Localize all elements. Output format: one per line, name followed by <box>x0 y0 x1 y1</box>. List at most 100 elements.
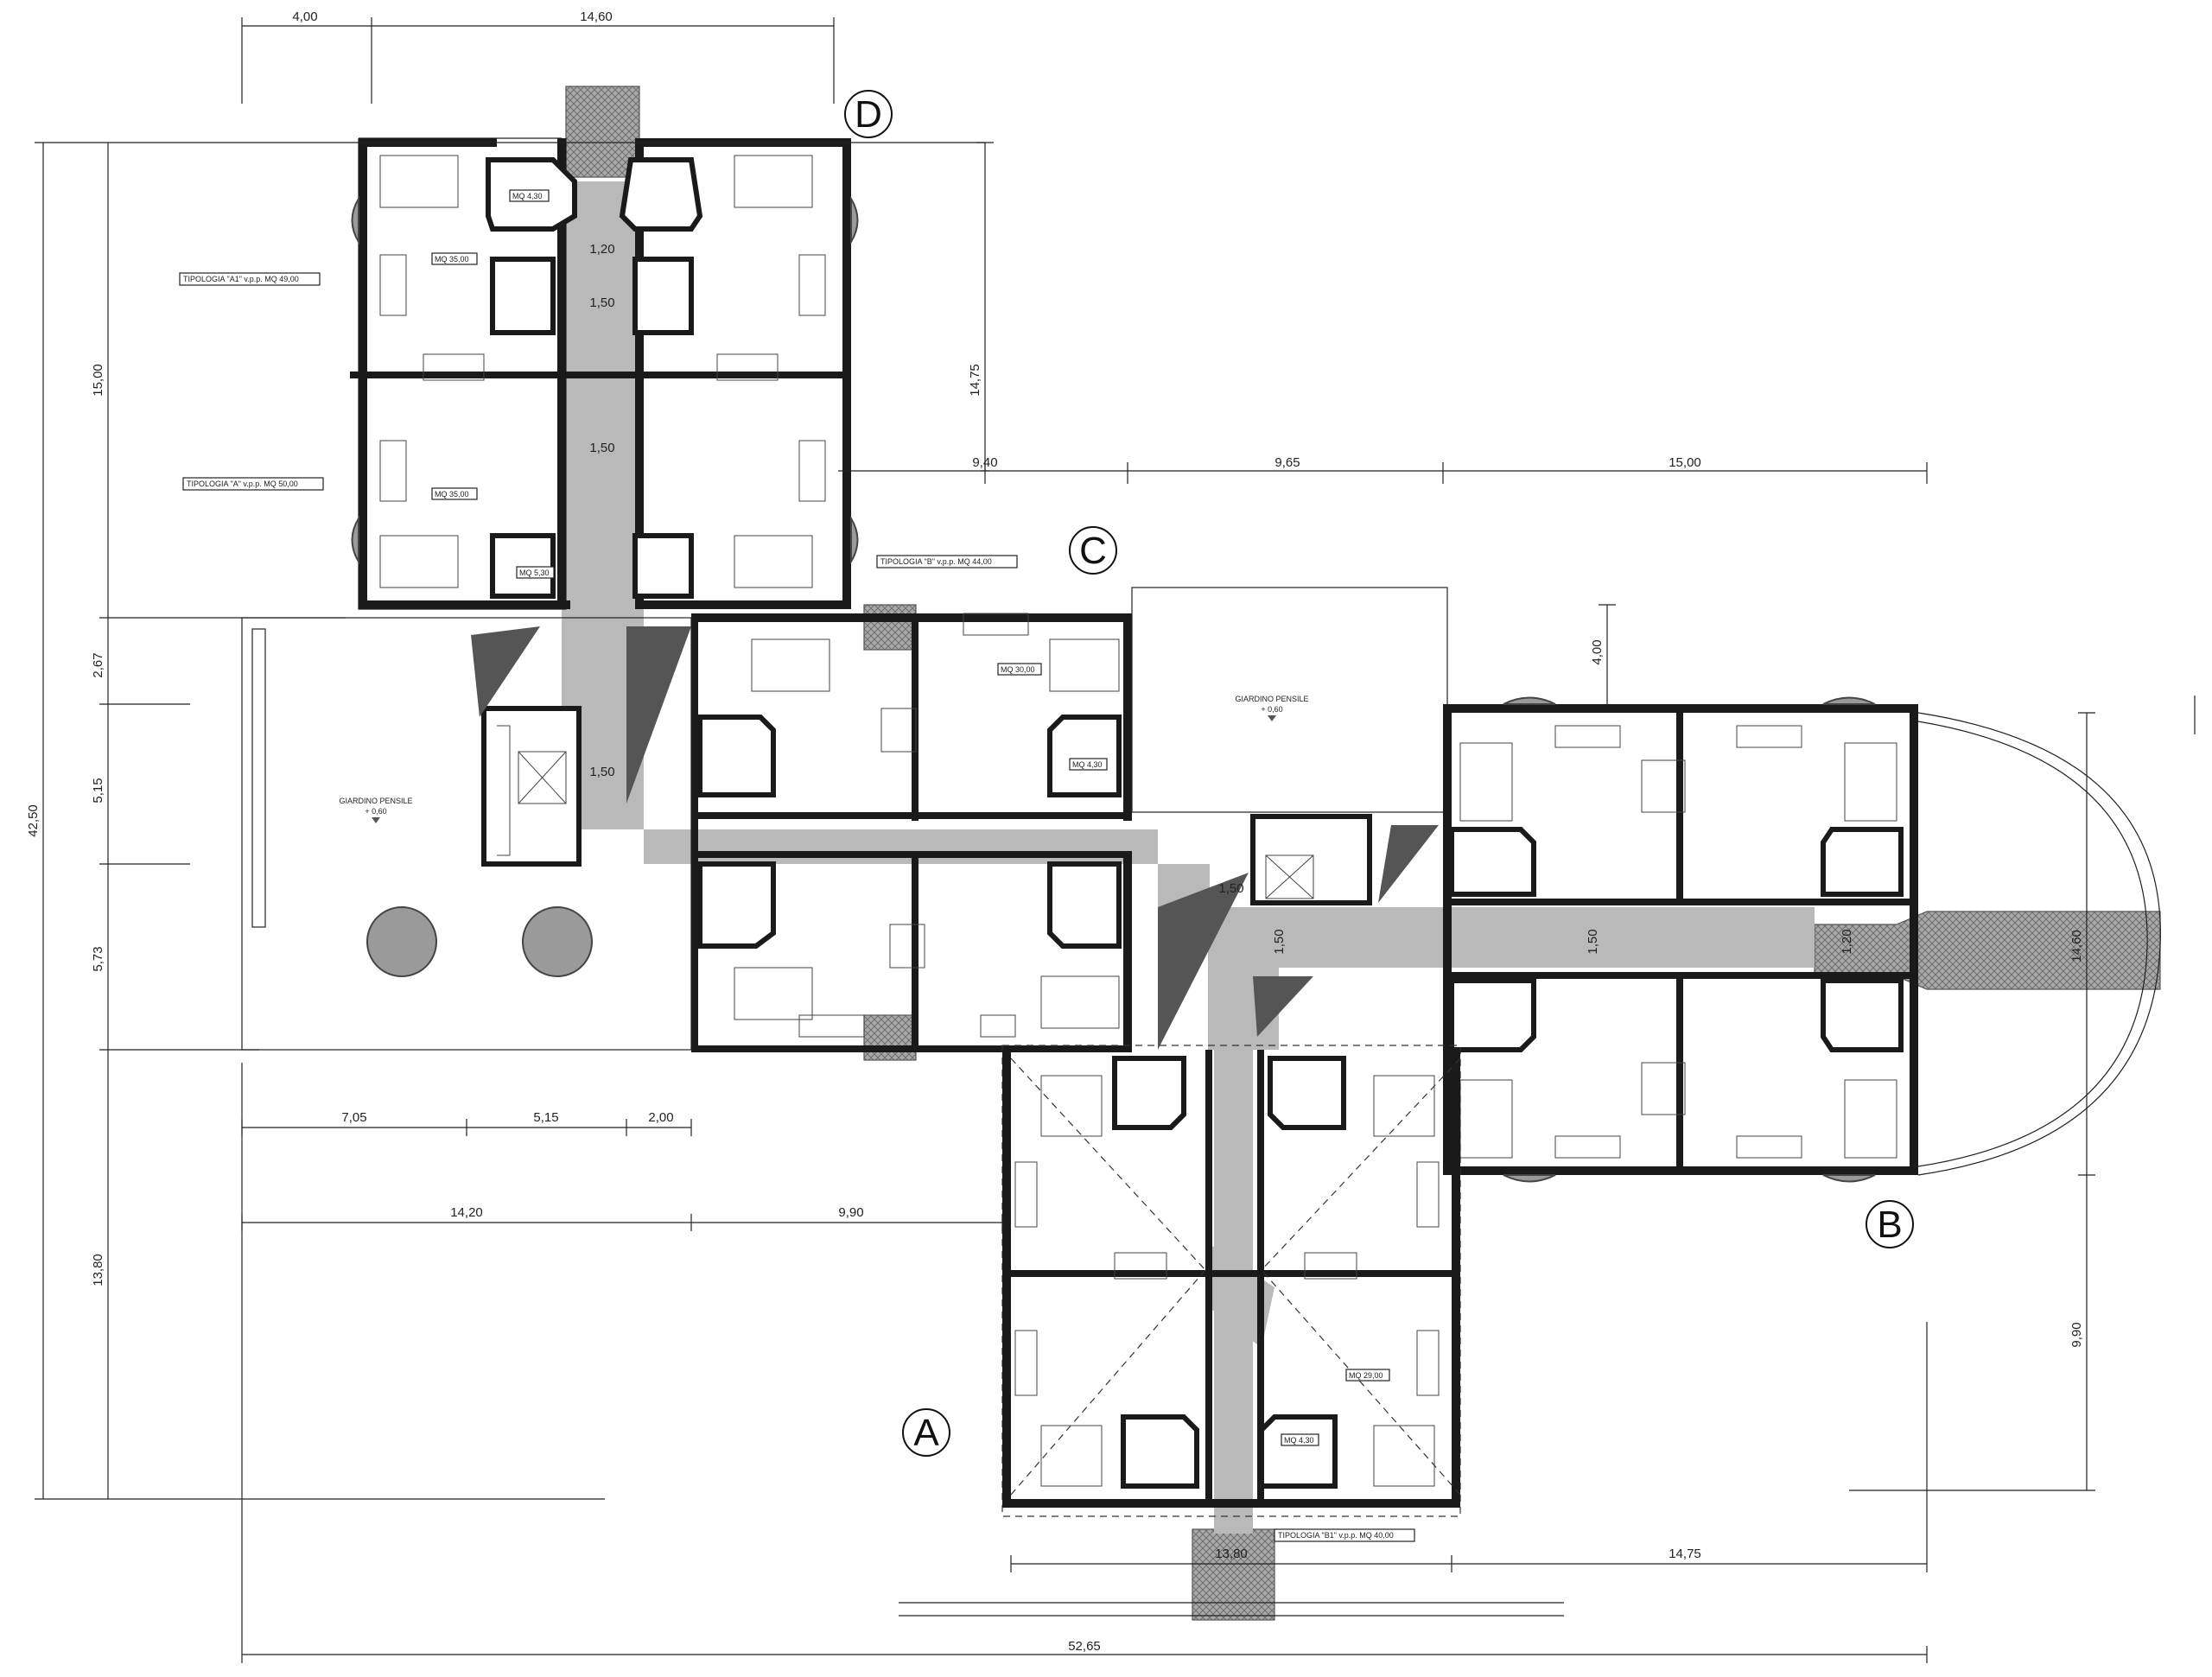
bed-icon <box>1049 638 1120 692</box>
zone-marker-a: A <box>902 1408 950 1457</box>
bay-window <box>351 515 359 565</box>
bed-icon <box>1459 742 1513 822</box>
bathroom-d3 <box>490 257 556 335</box>
bed-icon <box>1373 1075 1435 1137</box>
bathroom-d2 <box>619 157 703 232</box>
bed-icon <box>379 155 459 208</box>
typology-b1-label: TIPOLOGIA "B1" v.p.p. MQ 40,00 <box>1278 1531 1394 1540</box>
dim-text: 52,65 <box>1068 1639 1101 1654</box>
dim-text: 9,90 <box>2069 1322 2084 1347</box>
zone-marker-d: D <box>844 90 893 138</box>
dim-text: 1,50 <box>1272 929 1287 954</box>
dim-text: 9,65 <box>1274 455 1300 470</box>
dining-table-icon <box>423 353 485 381</box>
dim-text: 5,73 <box>91 946 105 971</box>
dim-text: 7,05 <box>341 1110 366 1125</box>
dim-text: 13,80 <box>91 1254 105 1286</box>
zone-marker-c: C <box>1069 526 1117 575</box>
garden-center <box>1131 587 1448 1050</box>
block-d <box>350 137 859 610</box>
elevator-icon <box>1265 854 1314 899</box>
garden-label: GIARDINO PENSILE <box>339 797 412 805</box>
dim-text: 2,00 <box>648 1110 673 1125</box>
sofa-icon <box>980 1014 1016 1038</box>
dim-text: 4,00 <box>1590 639 1605 664</box>
sofa-icon <box>1736 1135 1802 1159</box>
bathroom-b1 <box>1449 827 1536 897</box>
bed-icon <box>1040 1425 1103 1487</box>
dim-text: 9,90 <box>838 1205 863 1220</box>
typology-b-box <box>876 555 1018 569</box>
dining-table-icon <box>1304 1252 1357 1280</box>
area-label: MQ 30,00 <box>1001 665 1035 674</box>
bed-icon <box>1040 975 1120 1029</box>
bathroom-a4 <box>1259 1414 1338 1489</box>
dim-text: 1,50 <box>589 295 614 310</box>
bay-window <box>1503 1174 1556 1183</box>
sofa-icon <box>798 1014 865 1038</box>
level-marker-icon <box>1268 715 1276 721</box>
svg-text:B: B <box>1877 1204 1902 1246</box>
block-c <box>691 613 1132 1052</box>
area-label: MQ 4,30 <box>1072 760 1103 769</box>
dim-text: 9,40 <box>972 455 997 470</box>
bathroom-c3 <box>697 861 776 949</box>
typology-a1-label: TIPOLOGIA "A1" v.p.p. MQ 49,00 <box>183 275 299 283</box>
bay-window <box>850 195 859 245</box>
bed-icon <box>734 967 813 1020</box>
typology-a-label: TIPOLOGIA "A" v.p.p. MQ 50,00 <box>187 480 298 488</box>
svg-text:A: A <box>913 1412 939 1454</box>
bed-icon <box>1459 1079 1513 1159</box>
bed-icon <box>1844 742 1897 822</box>
bathroom-c4 <box>1047 861 1122 949</box>
circulation-cores <box>481 706 1372 905</box>
dim-text: 1,20 <box>1840 929 1854 954</box>
sofa-icon <box>798 440 826 502</box>
dim-text: 5,15 <box>91 778 105 803</box>
road-lines <box>899 1602 1564 1617</box>
bathroom-b3 <box>1449 978 1536 1052</box>
sofa-icon <box>1014 1161 1038 1228</box>
typology-b1-box <box>1274 1528 1415 1542</box>
elevator-icon <box>518 751 567 804</box>
garden-label: GIARDINO PENSILE <box>1235 695 1308 703</box>
bathroom-a1 <box>1112 1056 1186 1130</box>
bed-icon <box>1373 1425 1435 1487</box>
dimension-lines <box>35 17 2196 1663</box>
bed-icon <box>751 638 830 692</box>
dining-table-icon <box>716 353 779 381</box>
bay-window <box>351 195 359 245</box>
curved-terrace <box>1917 712 2161 1176</box>
dim-text: 14,75 <box>968 364 982 397</box>
bay-window <box>1822 1174 1876 1183</box>
dim-text: 14,20 <box>450 1205 483 1220</box>
bay-window <box>1822 696 1876 705</box>
bed-icon <box>734 535 813 588</box>
bathroom-c1 <box>697 715 776 797</box>
dim-text: 15,00 <box>91 364 105 397</box>
bathroom-d4 <box>632 257 694 335</box>
stairs-icon <box>497 725 511 856</box>
dim-text: 14,60 <box>2069 930 2084 962</box>
dim-text: 14,60 <box>580 10 613 24</box>
bathroom-d5 <box>490 533 556 599</box>
sofa-icon <box>963 613 1029 636</box>
bathroom-c2 <box>1047 715 1122 797</box>
block-a <box>1001 1045 1461 1517</box>
area-label: MQ 35,00 <box>435 255 469 264</box>
bathroom-b2 <box>1821 827 1904 897</box>
dim-text: 5,15 <box>533 1110 558 1125</box>
garden-level: + 0,60 <box>365 807 386 816</box>
sofa-icon <box>379 254 407 316</box>
area-label: MQ 4,30 <box>512 192 543 200</box>
block-b <box>1443 696 2161 1183</box>
stair-core-west <box>481 706 582 867</box>
dim-text: 4,00 <box>292 10 317 24</box>
dim-text: 14,75 <box>1669 1547 1701 1561</box>
dim-text: 1,50 <box>1218 881 1243 896</box>
paving-south <box>1192 1528 1275 1621</box>
dim-text: 13,80 <box>1215 1547 1248 1561</box>
bay-window <box>1503 696 1556 705</box>
dim-text: 15,00 <box>1669 455 1701 470</box>
